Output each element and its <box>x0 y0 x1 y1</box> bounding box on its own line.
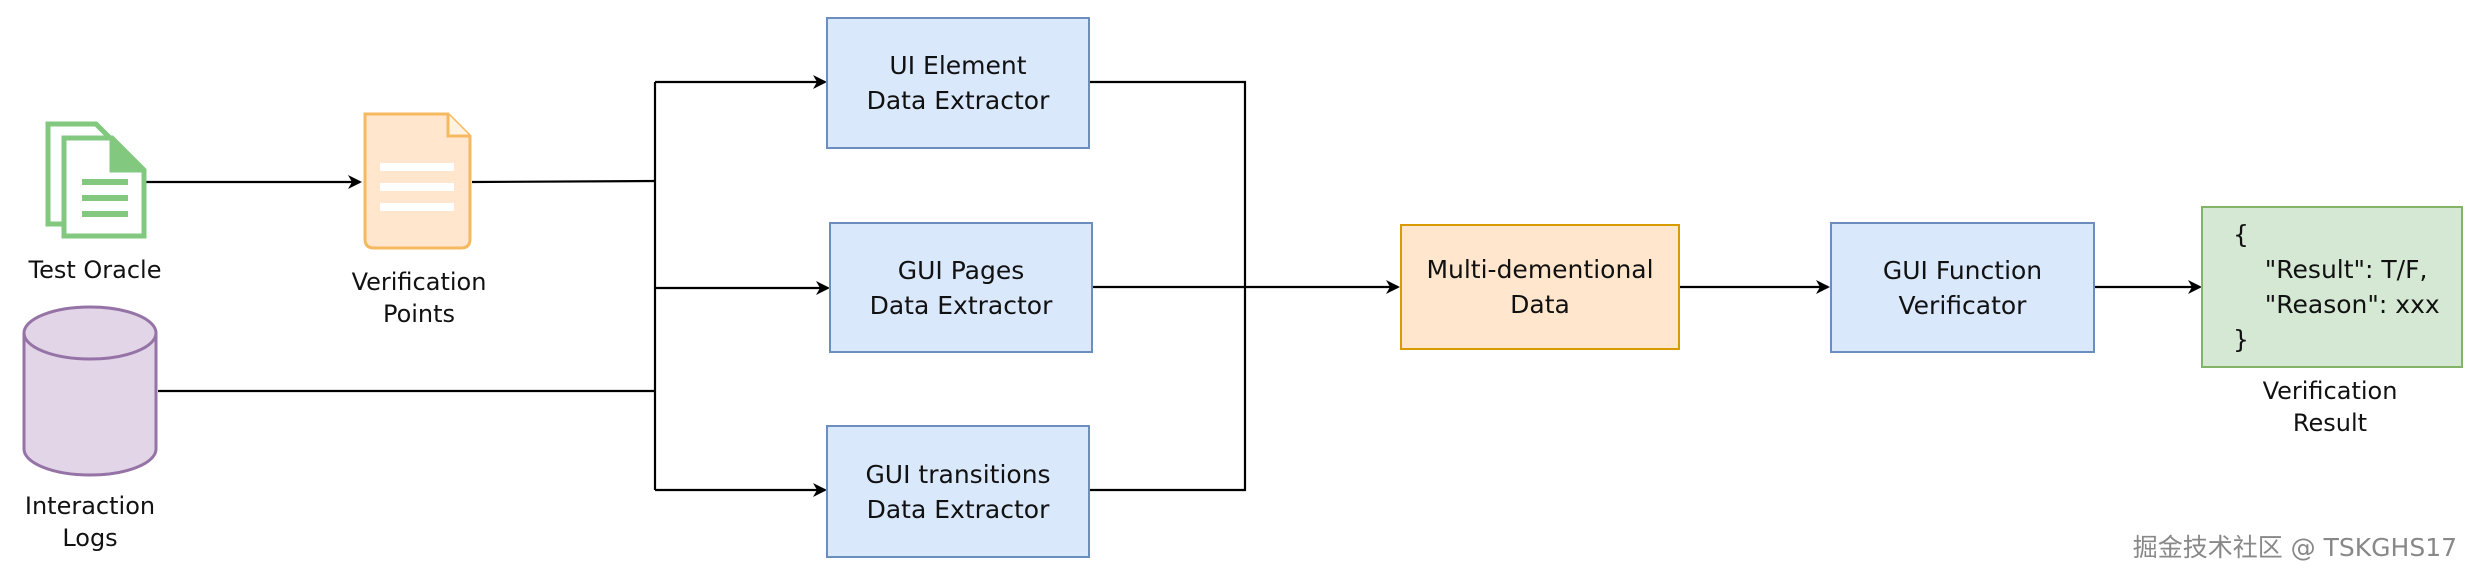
gui-function-verificator: GUI Function Verificator <box>1830 222 2095 353</box>
verification-result-box: { "Result": T/F, "Reason": xxx } <box>2201 206 2463 368</box>
gui-transitions-extractor: GUI transitions Data Extractor <box>826 425 1090 558</box>
verification-points-label: Verification Points <box>351 268 487 328</box>
ui-element-extractor: UI Element Data Extractor <box>826 17 1090 149</box>
verification-result-label: Verification Result <box>2262 377 2398 437</box>
result-json: { "Result": T/F, "Reason": xxx } <box>2233 220 2440 354</box>
verification-document-icon <box>363 112 472 250</box>
multi-dimensional-data: Multi-dementional Data <box>1400 224 1680 350</box>
test-oracle-label: Test Oracle <box>28 256 162 284</box>
database-icon <box>22 305 158 477</box>
interaction-logs-label: Interaction Logs <box>24 492 156 552</box>
watermark: 掘金技术社区 @ TSKGHS17 <box>2132 533 2457 562</box>
documents-icon <box>45 121 147 239</box>
edge-verification-to-split <box>471 179 656 184</box>
gui-pages-extractor: GUI Pages Data Extractor <box>829 222 1093 353</box>
